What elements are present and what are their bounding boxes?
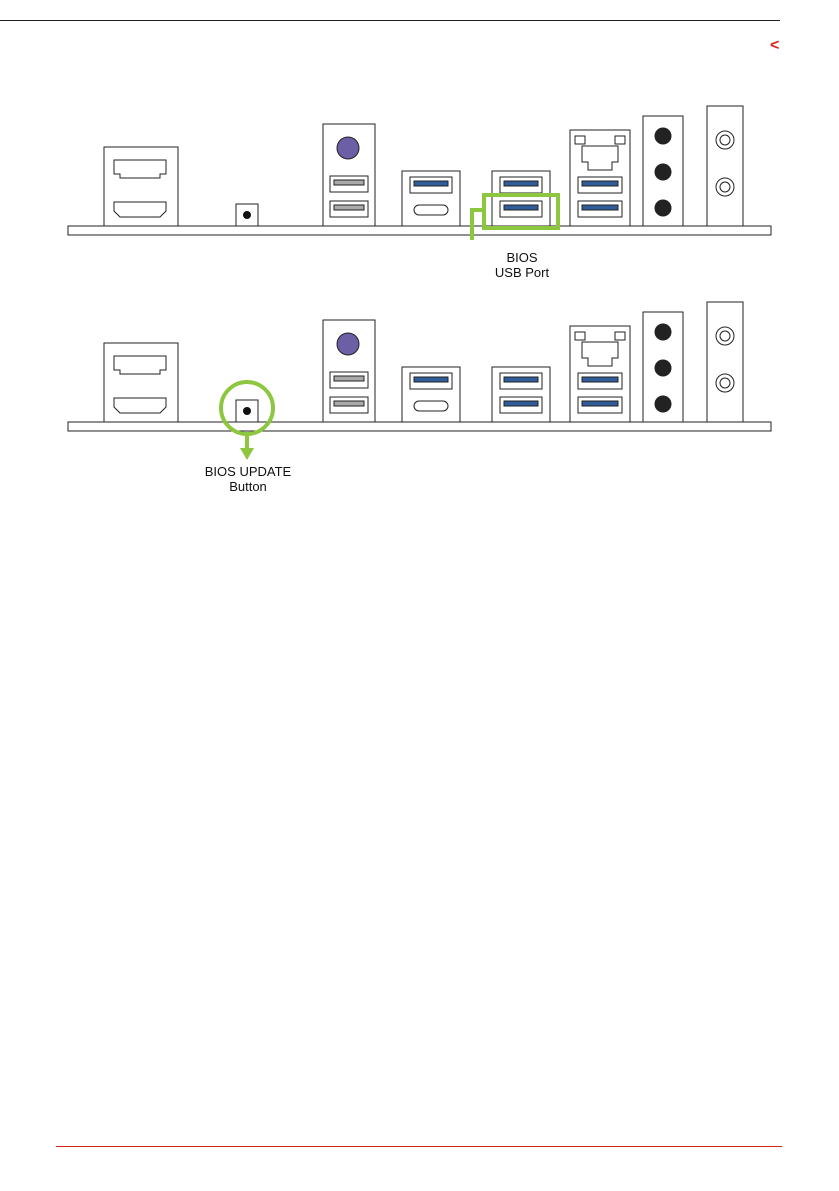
typec-icon [414, 401, 448, 411]
displayport-icon [114, 160, 166, 178]
callout-line-1: BIOS UPDATE [189, 464, 307, 479]
callout-line-1: BIOS [482, 250, 562, 265]
usb3-typec-block [402, 171, 460, 226]
io-panel-diagram [0, 296, 839, 466]
ethernet-icon [582, 342, 618, 366]
audio-jack-icon [655, 324, 671, 340]
bios-update-callout: BIOS UPDATE Button [189, 464, 307, 494]
antenna-block [707, 106, 743, 226]
audio-jack-icon [655, 128, 671, 144]
bios-usb-callout: BIOS USB Port [482, 250, 562, 280]
usb3-dual-block [492, 171, 550, 226]
hdmi-icon [114, 202, 166, 217]
header-rule [0, 20, 780, 21]
audio-jack-icon [655, 396, 671, 412]
audio-jack-icon [655, 164, 671, 180]
chevron-left-icon[interactable]: < [770, 38, 779, 54]
ps2-icon [337, 137, 359, 159]
audio-jack-icon [655, 200, 671, 216]
io-panel-bottom: BIOS UPDATE Button [0, 296, 839, 466]
io-shield-plate [68, 226, 771, 235]
typec-icon [414, 205, 448, 215]
ethernet-icon [582, 146, 618, 170]
io-panel-diagram [0, 100, 839, 240]
callout-line-2: USB Port [482, 265, 562, 280]
video-port-block [104, 147, 178, 226]
bios-usb-highlight [484, 195, 558, 228]
ps2-icon [337, 333, 359, 355]
hdmi-icon [114, 398, 166, 413]
footer-rule [56, 1146, 782, 1147]
io-shield-plate [68, 422, 771, 431]
displayport-icon [114, 356, 166, 374]
io-panel-top: BIOS USB Port [0, 100, 839, 240]
callout-line-2: Button [189, 479, 307, 494]
audio-jack-icon [655, 360, 671, 376]
arrow-down-icon [240, 448, 254, 460]
